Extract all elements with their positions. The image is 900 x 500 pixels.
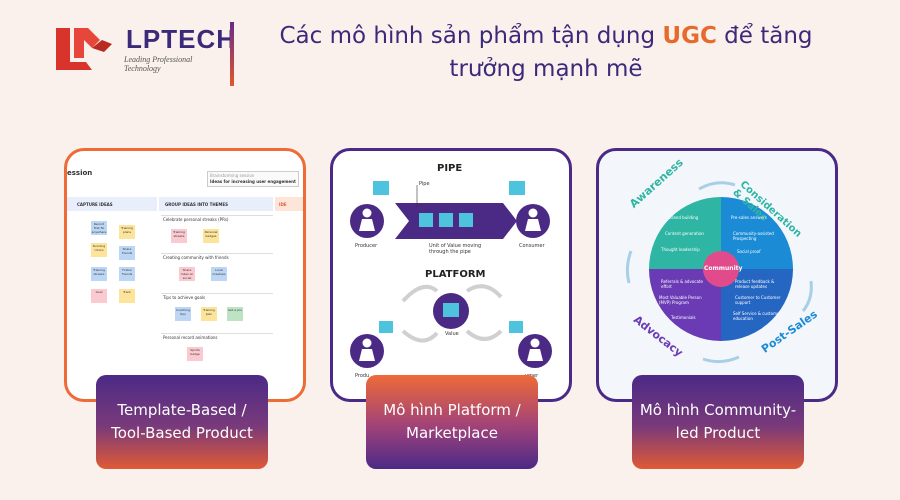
title-part1: Các mô hình sản phẩm tận dụng: [279, 23, 663, 49]
platform-consumer-icon: [518, 334, 552, 368]
label-platform: Mô hình Platform / Marketplace: [366, 375, 538, 469]
sticky-note: Training plans: [119, 225, 135, 239]
logo-tagline: Leading Professional Technology: [124, 55, 193, 73]
board-session-title: ession: [67, 169, 93, 177]
card-platform: PIPE Pipe Producer Consumer Unit of Valu…: [330, 148, 572, 402]
wheel-item: Testimonials: [671, 315, 696, 320]
platform-producer-icon: [350, 334, 384, 368]
sticky-note: Track: [119, 289, 135, 303]
value-box-icon: [373, 181, 389, 195]
cycle-arrow-icon: [801, 280, 813, 312]
label-template-based: Template-Based / Tool-Based Product: [96, 375, 268, 469]
wheel-quadrant-awareness: [649, 197, 721, 269]
cycle-arrow-icon: [401, 284, 439, 303]
wheel-item: Brand building: [669, 215, 699, 220]
sticky-note: Share friends: [119, 246, 135, 260]
pipe-arrow-icon: [395, 203, 517, 239]
wheel-center-circle: [703, 251, 739, 287]
wheel-item: Pre-sales answers: [731, 215, 767, 220]
value-box-icon: [459, 213, 473, 227]
wheel-item: Customer to Customer support: [735, 295, 781, 305]
producer-label: Producer: [355, 243, 378, 249]
wheel-item: Most Valuable Person (MVP) Program: [659, 295, 702, 305]
board-brief-box: Brainstorming session Ideas for increasi…: [207, 171, 299, 187]
wheel-item: Content generation: [665, 231, 704, 236]
title-accent-bar: [230, 22, 234, 86]
value-box-icon: [509, 181, 525, 195]
cycle-arrow-icon: [702, 355, 740, 364]
platform-value-icon: [433, 293, 469, 329]
sticky-note: Record first 5k anywhere: [91, 221, 107, 235]
wheel-quadrant-consideration: [721, 197, 793, 269]
group-row: [161, 215, 273, 252]
producer-person-icon: [350, 204, 384, 238]
title-part2: để tăng trưởng mạnh mẽ: [449, 23, 813, 82]
board-col1-header-bg: [67, 197, 157, 211]
lptech-logo: LPTECH Leading Professional Technology: [48, 22, 235, 73]
board-col1-header: CAPTURE IDEAS: [77, 202, 113, 207]
value-box-icon: [379, 321, 393, 333]
wheel-quadrant-postsales: [721, 269, 793, 341]
pipe-title: PIPE: [437, 163, 463, 174]
board-col3-header: IDE: [279, 202, 287, 207]
sticky-note: Ask a pro: [227, 307, 243, 321]
sticky-note: Training plan: [201, 307, 217, 321]
sticky-note: Share miles on social: [179, 267, 195, 281]
group-title: Personal record animations: [163, 335, 218, 340]
sticky-note: Local meetups: [211, 267, 227, 281]
group-row: [161, 253, 273, 290]
wheel-item: Thought leadership: [661, 247, 700, 252]
consumer-person-icon: [516, 204, 550, 238]
card-template-based: ession Brainstorming session Ideas for i…: [64, 148, 306, 402]
pipe-platform-diagram: [350, 181, 552, 368]
cycle-arrow-icon: [698, 181, 736, 191]
group-title: Creating community with friends: [163, 255, 229, 260]
card-community-led: Community Awareness Consideration & Sale…: [596, 148, 838, 402]
platform-title: PLATFORM: [425, 269, 486, 280]
sticky-note: Training streaks: [91, 267, 107, 281]
wheel-item: Community-assisted Prospecting: [733, 231, 774, 241]
wheel-item: Referrals & advocate effort: [661, 279, 703, 289]
cycle-arrow-icon: [401, 329, 439, 343]
group-row: [161, 333, 273, 370]
board-brief-line2: Ideas for increasing user engagement: [210, 179, 296, 184]
sticky-note: Follow friends: [119, 267, 135, 281]
cycle-arrow-icon: [465, 284, 503, 299]
wheel-center-label: Community: [704, 265, 743, 272]
board-brief-line1: Brainstorming session: [210, 173, 255, 178]
sticky-note: Sports badge: [187, 347, 203, 361]
wheel-quadrant-advocacy: [649, 269, 721, 341]
value-box-icon: [439, 213, 453, 227]
platform-producer-label: Produ: [355, 373, 370, 379]
unit-value-label: Unit of Value moving through the pipe: [429, 243, 482, 255]
sticky-note: Coaching tips: [175, 307, 191, 321]
group-row: [161, 293, 273, 330]
sticky-note: Running clinics: [91, 243, 107, 257]
value-box-icon: [509, 321, 523, 333]
sticky-note: Training streaks: [171, 229, 187, 243]
wheel-item: Product feedback & release updates: [735, 279, 775, 289]
pipe-label: Pipe: [419, 181, 430, 187]
logo-name: LPTECH: [126, 24, 236, 54]
value-label: Value: [445, 331, 459, 337]
page-title: Các mô hình sản phẩm tận dụng UGC để tăn…: [246, 20, 846, 86]
wheel-item: Self Service & customer education: [733, 311, 782, 321]
lptech-logo-icon: [56, 28, 112, 70]
consumer-label: Consumer: [519, 243, 545, 249]
wheel-item: Social proof: [737, 249, 761, 254]
board-col2-header-bg: [159, 197, 273, 211]
sticky-note: Goal: [91, 289, 107, 303]
cycle-arrow-icon: [465, 329, 503, 341]
cycle-arrow-icon: [625, 250, 633, 284]
community-wheel-diagram: [625, 181, 813, 364]
board-col2-header: GROUP IDEAS INTO THEMES: [165, 202, 229, 207]
board-col3-header-bg: [275, 197, 303, 211]
sticky-note: Personal badges: [203, 229, 219, 243]
group-title: Tips to achieve goals: [163, 295, 206, 300]
group-title: Celebrate personal streaks (PRs): [163, 217, 229, 222]
title-accent: UGC: [662, 23, 717, 49]
value-box-icon: [419, 213, 433, 227]
label-community-led: Mô hình Community-led Product: [632, 375, 804, 469]
